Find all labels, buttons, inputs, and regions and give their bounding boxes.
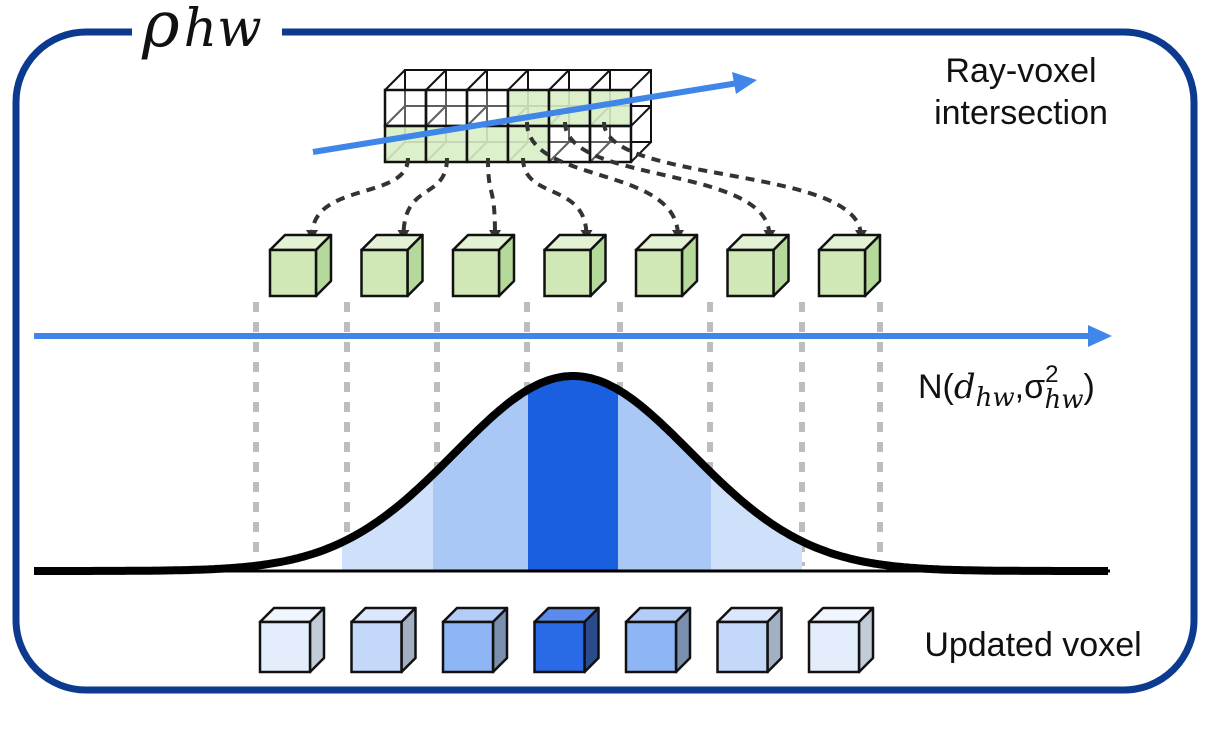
updated-voxel-row xyxy=(258,606,875,674)
voxel-grid-edge xyxy=(384,69,406,91)
sample-connector xyxy=(486,157,497,237)
ray-voxel-label-line1: Ray-voxel xyxy=(945,52,1096,90)
sampled-voxel xyxy=(268,233,333,298)
updated-voxel xyxy=(807,606,875,674)
voxel-grid-edge xyxy=(425,69,447,91)
voxel-grid-cell xyxy=(465,124,510,164)
sampled-voxel xyxy=(726,233,790,298)
voxel-grid-edge xyxy=(384,105,406,127)
voxel-grid-edge xyxy=(548,69,570,91)
updated-voxel xyxy=(533,606,600,674)
frame-title-gap xyxy=(132,20,282,46)
voxel-grid-edge xyxy=(466,105,488,127)
sample-connector xyxy=(563,121,772,237)
voxel-grid-edge xyxy=(507,69,529,91)
sample-connector xyxy=(521,157,589,237)
voxel-grid-edge xyxy=(548,141,570,163)
voxel-grid-edge xyxy=(466,69,488,91)
sampled-voxel xyxy=(817,233,882,298)
sampled-voxel xyxy=(543,233,607,298)
sample-connector xyxy=(525,121,680,237)
diagram-frame xyxy=(12,28,1198,694)
sampled-voxel xyxy=(360,233,424,298)
bell-outline xyxy=(34,372,1108,575)
updated-voxel xyxy=(258,606,326,674)
updated-voxel xyxy=(624,606,692,674)
voxel-grid-cell xyxy=(383,88,428,128)
voxel-grid-edge xyxy=(589,141,611,163)
sampled-voxel-row xyxy=(268,233,882,298)
updated-voxel-label: Updated voxel xyxy=(924,626,1141,664)
sample-connector xyxy=(401,157,449,237)
updated-voxel xyxy=(716,606,783,674)
voxel-grid-cell xyxy=(383,124,428,164)
sample-connector xyxy=(310,157,410,237)
voxel-grid-cell xyxy=(424,88,469,128)
ray-through-voxels xyxy=(312,72,757,155)
voxel-grid-edge xyxy=(630,69,652,91)
voxel-grid-cell xyxy=(506,124,551,164)
voxel-grid-edge xyxy=(630,141,652,163)
sampled-voxel xyxy=(634,233,699,298)
frame-title: ρhw xyxy=(141,0,262,62)
depth-ray-axis xyxy=(34,325,1112,347)
sample-connector xyxy=(602,121,863,237)
voxel-grid-edge xyxy=(425,105,447,127)
updated-voxel xyxy=(441,606,509,674)
frame-title-subscript: hw xyxy=(184,0,262,59)
updated-voxel xyxy=(350,606,417,674)
sampled-voxel xyxy=(451,233,516,298)
sample-connectors xyxy=(306,121,867,240)
voxel-grid-edge xyxy=(589,69,611,91)
ray-voxel-label-line2: intersection xyxy=(934,94,1108,132)
bell-band-center xyxy=(528,376,618,571)
voxel-grid-edge xyxy=(630,105,652,127)
